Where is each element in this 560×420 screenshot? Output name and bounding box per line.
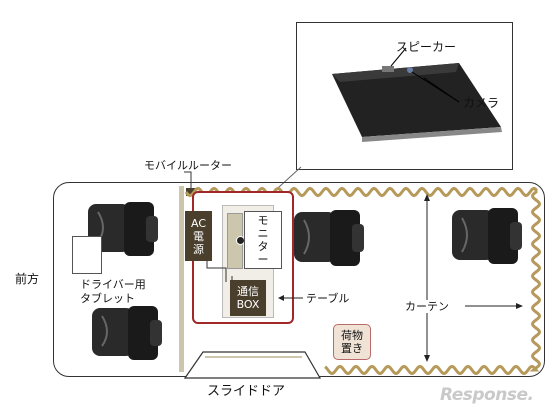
- monitor-screen: モ ニ タ ー: [244, 211, 282, 269]
- driver-tablet-label-2: タブレット: [80, 292, 135, 305]
- speaker-part: [382, 66, 394, 72]
- partition-bar: [179, 186, 184, 372]
- table-label: テーブル: [306, 292, 350, 305]
- front-label: 前方: [15, 272, 40, 286]
- monitor-photo: [332, 47, 502, 142]
- response-watermark: Response.: [440, 385, 534, 405]
- rear-seat-1: [294, 210, 364, 266]
- driver-tablet-label-1: ドライバー用: [80, 278, 146, 291]
- curtain-label: カーテン: [404, 300, 450, 313]
- ac-power-box: AC 電 源: [185, 211, 212, 261]
- camera-label: カメラ: [463, 96, 500, 110]
- mobile-router-label: モバイルルーター: [144, 159, 232, 172]
- speaker-label: スピーカー: [396, 40, 457, 54]
- driver-tablet: [72, 236, 102, 274]
- rear-seat-2: [452, 208, 522, 264]
- mobile-router: [186, 188, 196, 196]
- sliding-door-label: スライドドア: [207, 384, 286, 399]
- camera-lens: [407, 67, 413, 73]
- comm-box: 通信 BOX: [230, 280, 266, 316]
- front-passenger-seat: [92, 306, 162, 360]
- luggage-area: 荷物 置き: [333, 324, 371, 360]
